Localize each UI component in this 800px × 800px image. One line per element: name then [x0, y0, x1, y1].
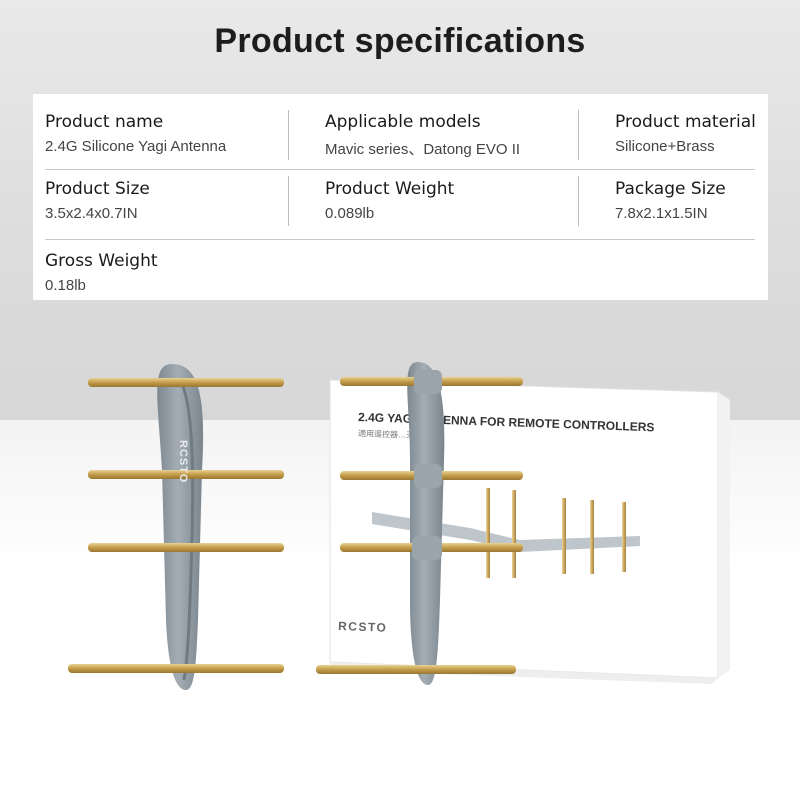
spec-product-size: Product Size 3.5x2.4x0.7IN	[45, 179, 150, 222]
row-divider	[45, 169, 755, 170]
divider	[578, 176, 579, 226]
spec-label: Applicable models	[325, 112, 481, 132]
divider	[288, 176, 289, 226]
spec-label: Gross Weight	[45, 251, 158, 271]
spec-product-weight: Product Weight 0.089lb	[325, 179, 454, 222]
spec-value: 0.18lb	[45, 277, 86, 294]
spec-product-material: Product material Silicone+Brass	[615, 112, 756, 155]
spec-value: Silicone+Brass	[615, 138, 715, 155]
spec-label: Product material	[615, 112, 756, 132]
spec-value: Mavic series、Datong EVO II	[325, 141, 521, 158]
spec-product-name: Product name 2.4G Silicone Yagi Antenna	[45, 112, 226, 155]
divider	[578, 110, 579, 160]
package-box: 2.4G YAGI ANTENNA FOR REMOTE CONTROLLERS…	[329, 379, 730, 684]
spec-gross-weight: Gross Weight 0.18lb	[45, 251, 158, 294]
product-photo: 2.4G YAGI ANTENNA FOR REMOTE CONTROLLERS…	[68, 362, 730, 690]
spec-label: Product name	[45, 112, 164, 132]
antenna-brand: RCSTO	[177, 440, 189, 483]
spec-value: 0.089lb	[325, 205, 375, 222]
box-brand: RCSTO	[338, 619, 388, 635]
spec-value: 7.8x2.1x1.5IN	[615, 205, 708, 222]
box-subtitle: 適用遥控器…天线	[358, 428, 422, 440]
antenna-left: RCSTO	[68, 364, 284, 690]
spec-value: 2.4G Silicone Yagi Antenna	[45, 138, 227, 155]
spec-value: 3.5x2.4x0.7IN	[45, 205, 138, 222]
spec-label: Package Size	[615, 179, 726, 199]
spec-label: Product Weight	[325, 179, 455, 199]
row-divider	[45, 239, 755, 240]
spec-table: Product name 2.4G Silicone Yagi Antenna …	[33, 94, 768, 300]
spec-package-size: Package Size 7.8x2.1x1.5IN	[615, 179, 726, 222]
antenna-front	[316, 362, 523, 685]
spec-applicable-models: Applicable models Mavic series、Datong EV…	[325, 112, 520, 159]
divider	[288, 110, 289, 160]
spec-label: Product Size	[45, 179, 150, 199]
page-title: Product specifications	[214, 22, 586, 60]
